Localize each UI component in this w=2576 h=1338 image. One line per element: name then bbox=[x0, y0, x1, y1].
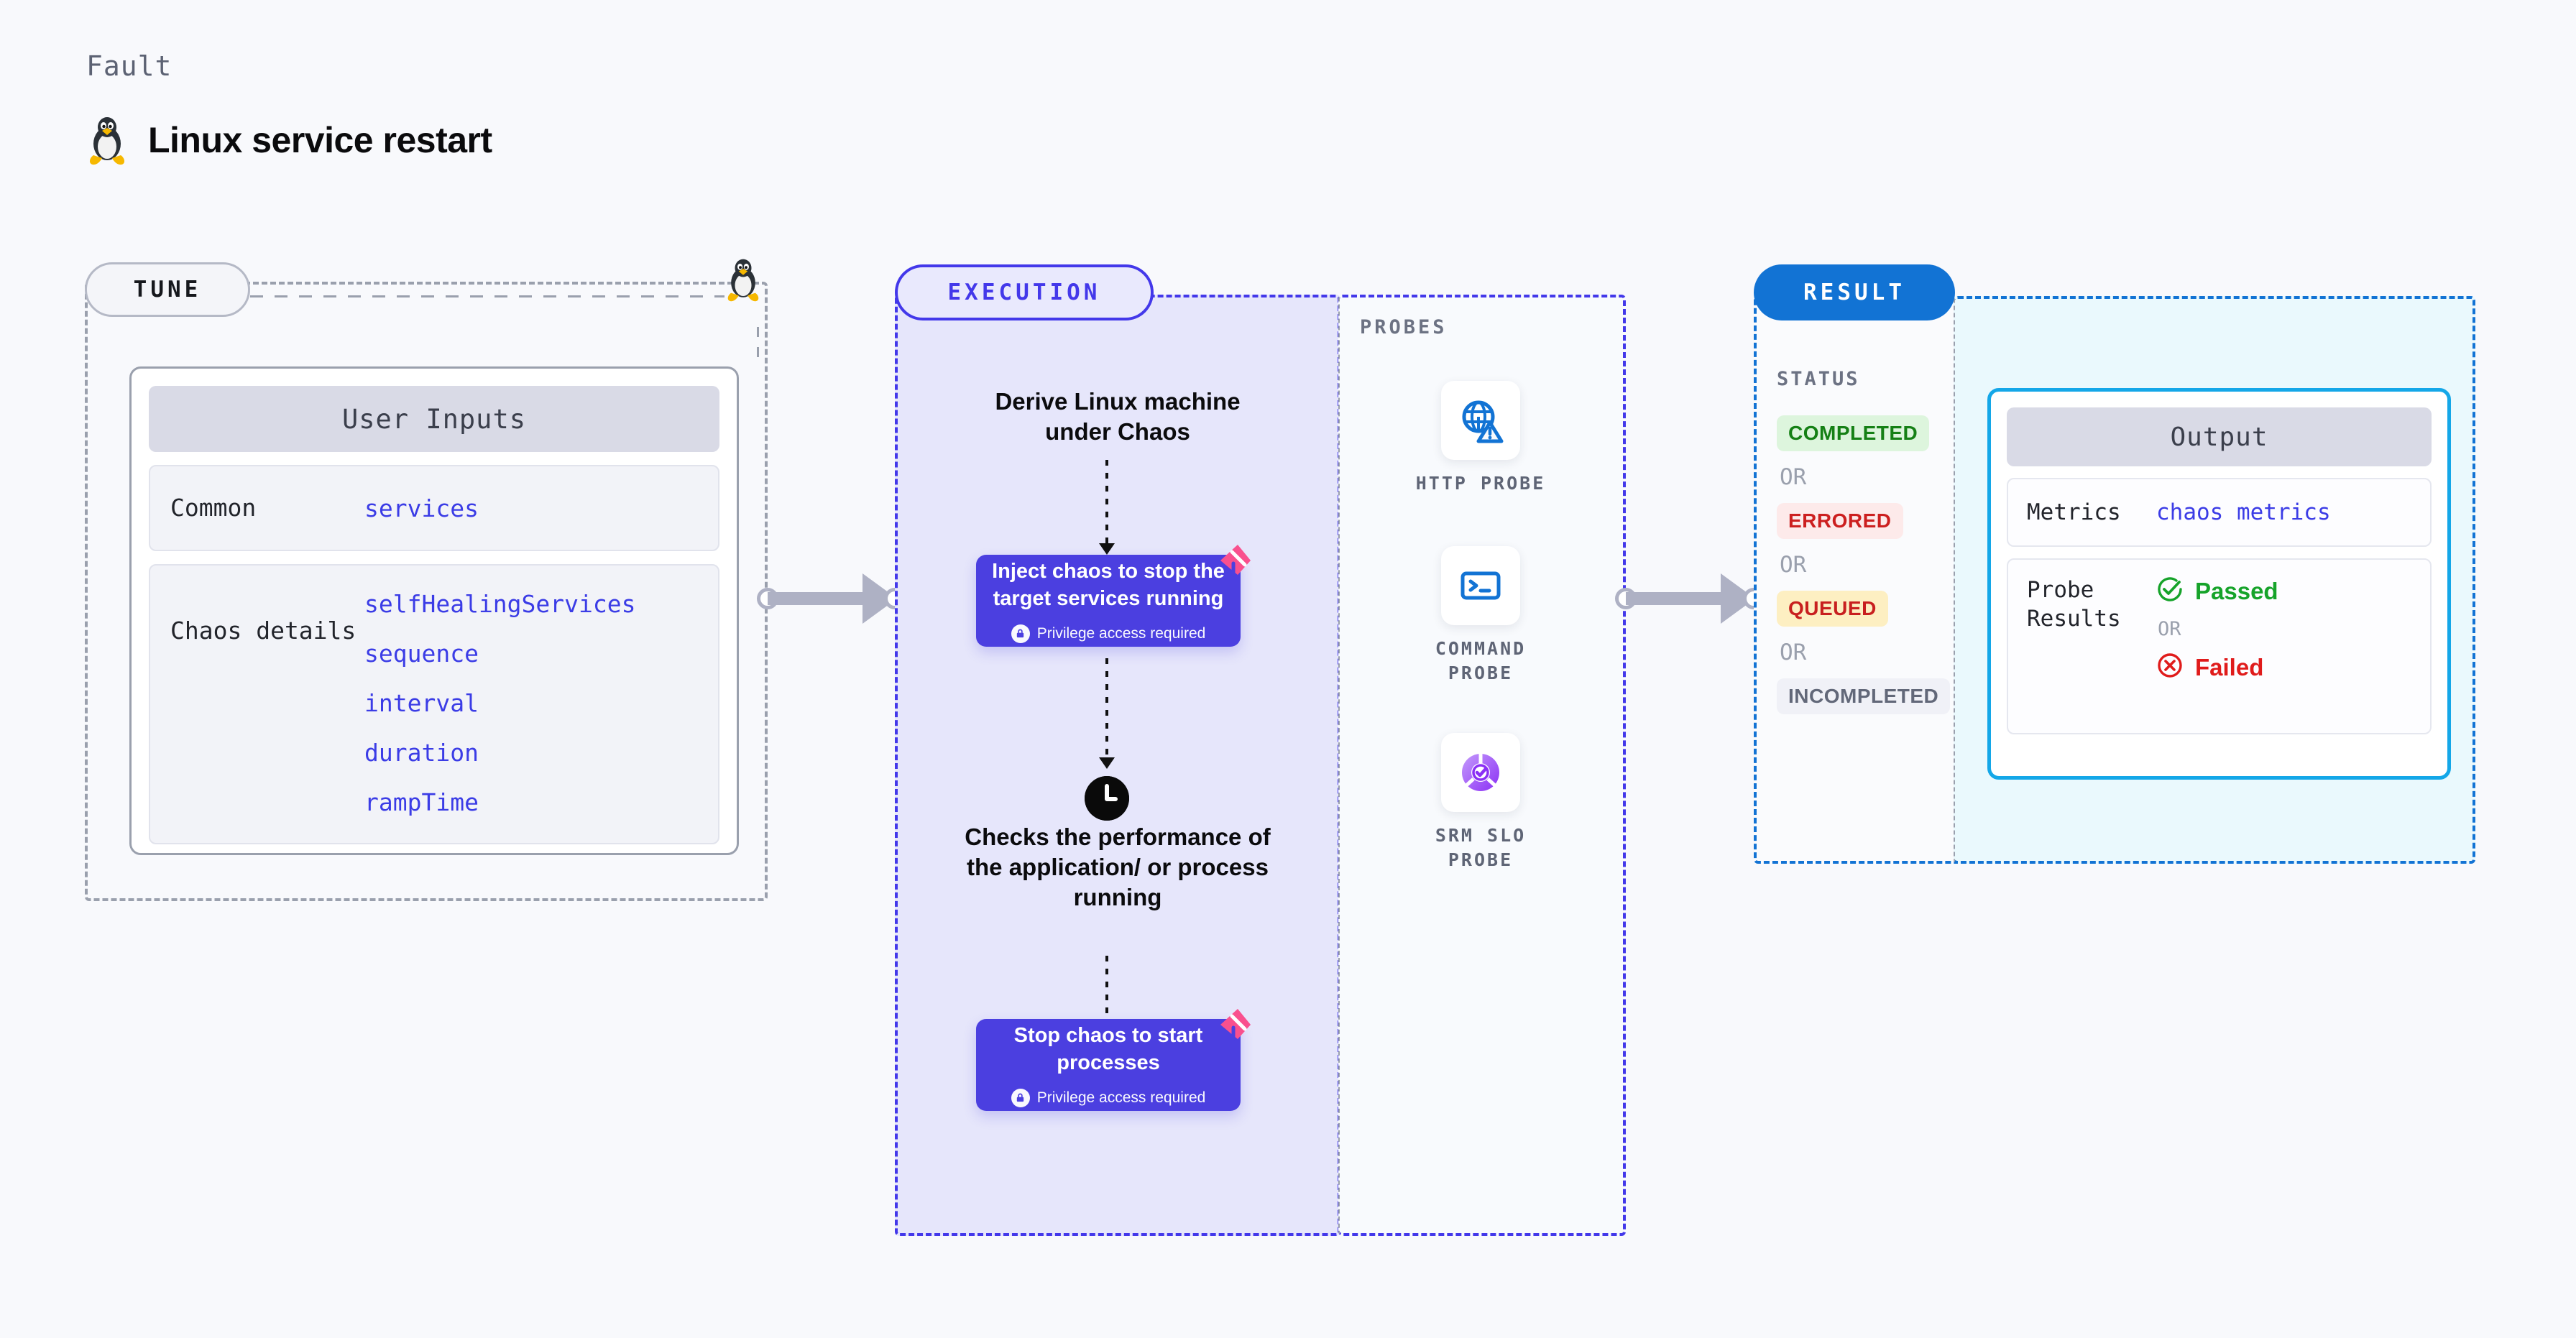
page-title-row: Linux service restart bbox=[86, 115, 492, 165]
x-circle-icon bbox=[2156, 652, 2184, 683]
chaos-box-title: Stop chaos to start processes bbox=[1013, 1024, 1203, 1074]
result-phase-pill[interactable]: RESULT bbox=[1754, 264, 1955, 320]
page-title: Linux service restart bbox=[148, 120, 492, 160]
tune-row-values: services bbox=[364, 494, 479, 522]
status-badge-incompleted: INCOMPLETED bbox=[1777, 678, 1951, 714]
chaos-box-note: Privilege access required bbox=[1036, 624, 1206, 642]
output-probe-results-key: Probe Results bbox=[2027, 577, 2121, 632]
status-badge-completed: COMPLETED bbox=[1777, 415, 1930, 451]
execution-phase-pill[interactable]: EXECUTION bbox=[895, 264, 1154, 320]
probe-label: HTTP PROBE bbox=[1415, 473, 1546, 494]
probe-label: SRM SLO PROBE bbox=[1435, 825, 1527, 870]
linux-penguin-icon bbox=[86, 115, 128, 165]
chaos-box-note: Privilege access required bbox=[1036, 1089, 1206, 1106]
execution-chaos-box-stop[interactable]: Stop chaos to start processes Privilege … bbox=[976, 1009, 1251, 1111]
execution-flow-arrow-1 bbox=[1105, 460, 1108, 545]
chaos-box-note-row: Privilege access required bbox=[1011, 624, 1206, 643]
probes-section-label: PROBES bbox=[1360, 316, 1448, 338]
chaos-flag-icon bbox=[1213, 1006, 1254, 1046]
chaos-flag-icon bbox=[1213, 542, 1254, 582]
tune-param-services[interactable]: services bbox=[364, 494, 479, 522]
user-inputs-title: User Inputs bbox=[149, 386, 719, 452]
chaos-box-note-row: Privilege access required bbox=[1011, 1088, 1206, 1107]
tune-param-sequence[interactable]: sequence bbox=[364, 640, 479, 668]
tune-to-target-dashed-line bbox=[250, 295, 724, 297]
probe-item-srm-slo[interactable]: SRM SLO PROBE bbox=[1409, 733, 1552, 872]
probe-item-http[interactable]: HTTP PROBE bbox=[1409, 381, 1552, 496]
execution-flow-arrow-2 bbox=[1105, 658, 1108, 759]
probe-result-or-label: OR bbox=[2158, 618, 2181, 640]
terminal-icon bbox=[1441, 546, 1520, 625]
tune-row-common: Common services bbox=[149, 465, 719, 551]
lock-icon bbox=[1011, 1088, 1030, 1107]
status-badge-queued: QUEUED bbox=[1777, 591, 1888, 627]
status-or-label: OR bbox=[1780, 640, 1807, 665]
probe-label: COMMAND PROBE bbox=[1435, 638, 1527, 683]
user-inputs-card: User Inputs Common services Chaos detail… bbox=[129, 366, 739, 855]
check-circle-icon bbox=[2156, 576, 2184, 606]
fault-kicker: Fault bbox=[86, 50, 172, 82]
chaos-box-title: Inject chaos to stop the target services… bbox=[992, 560, 1225, 610]
probe-passed-label: Passed bbox=[2195, 577, 2278, 604]
tune-param-ramptime[interactable]: rampTime bbox=[364, 788, 479, 816]
output-metrics-key: Metrics bbox=[2027, 499, 2121, 525]
tune-param-duration[interactable]: duration bbox=[364, 739, 479, 767]
lock-icon bbox=[1011, 624, 1030, 643]
tune-row-key: Chaos details bbox=[170, 617, 356, 645]
tune-param-selfhealingservices[interactable]: selfHealingServices bbox=[364, 590, 636, 618]
probe-failed-label: Failed bbox=[2195, 653, 2264, 680]
arrow-head-icon bbox=[1099, 543, 1115, 555]
status-or-label: OR bbox=[1780, 464, 1807, 490]
tune-param-interval[interactable]: interval bbox=[364, 689, 479, 717]
execution-step-checks-performance: Checks the performance of the applicatio… bbox=[965, 823, 1271, 911]
output-card-title: Output bbox=[2007, 407, 2432, 466]
status-list: COMPLETED OR ERRORED OR QUEUED OR INCOMP… bbox=[1777, 415, 1978, 714]
connector-execution-to-result bbox=[1626, 573, 1755, 624]
output-metrics-value[interactable]: chaos metrics bbox=[2156, 499, 2331, 525]
probe-results-values: Passed OR Failed bbox=[2156, 576, 2278, 683]
output-row-probe-results: Probe Results Passed OR bbox=[2007, 558, 2432, 734]
tune-row-values: selfHealingServices sequence interval du… bbox=[364, 590, 636, 816]
execution-chaos-box-inject[interactable]: Inject chaos to stop the target services… bbox=[976, 545, 1251, 647]
output-card: Output Metrics chaos metrics Probe Resul… bbox=[1987, 388, 2451, 780]
target-drop-dashed-line bbox=[757, 327, 759, 361]
probe-result-failed: Failed bbox=[2156, 652, 2278, 683]
clock-icon bbox=[1085, 776, 1129, 821]
probe-item-command[interactable]: COMMAND PROBE bbox=[1409, 546, 1552, 686]
status-badge-errored: ERRORED bbox=[1777, 503, 1903, 539]
connector-tune-to-execution bbox=[768, 573, 897, 624]
output-row-metrics: Metrics chaos metrics bbox=[2007, 478, 2432, 547]
execution-flow-arrow-3 bbox=[1105, 956, 1108, 1026]
status-section-label: STATUS bbox=[1777, 368, 1860, 390]
tune-phase-pill[interactable]: TUNE bbox=[85, 262, 250, 317]
status-or-label: OR bbox=[1780, 552, 1807, 578]
tune-row-chaos-details: Chaos details selfHealingServices sequen… bbox=[149, 564, 719, 844]
linux-target-icon bbox=[724, 257, 762, 305]
globe-warning-icon bbox=[1441, 381, 1520, 460]
probe-result-passed: Passed bbox=[2156, 576, 2278, 606]
tune-row-key: Common bbox=[170, 494, 257, 522]
slo-check-icon bbox=[1441, 733, 1520, 812]
execution-step-derive-machine: Derive Linux machine under Chaos bbox=[995, 388, 1241, 446]
arrow-head-icon bbox=[1099, 757, 1115, 769]
